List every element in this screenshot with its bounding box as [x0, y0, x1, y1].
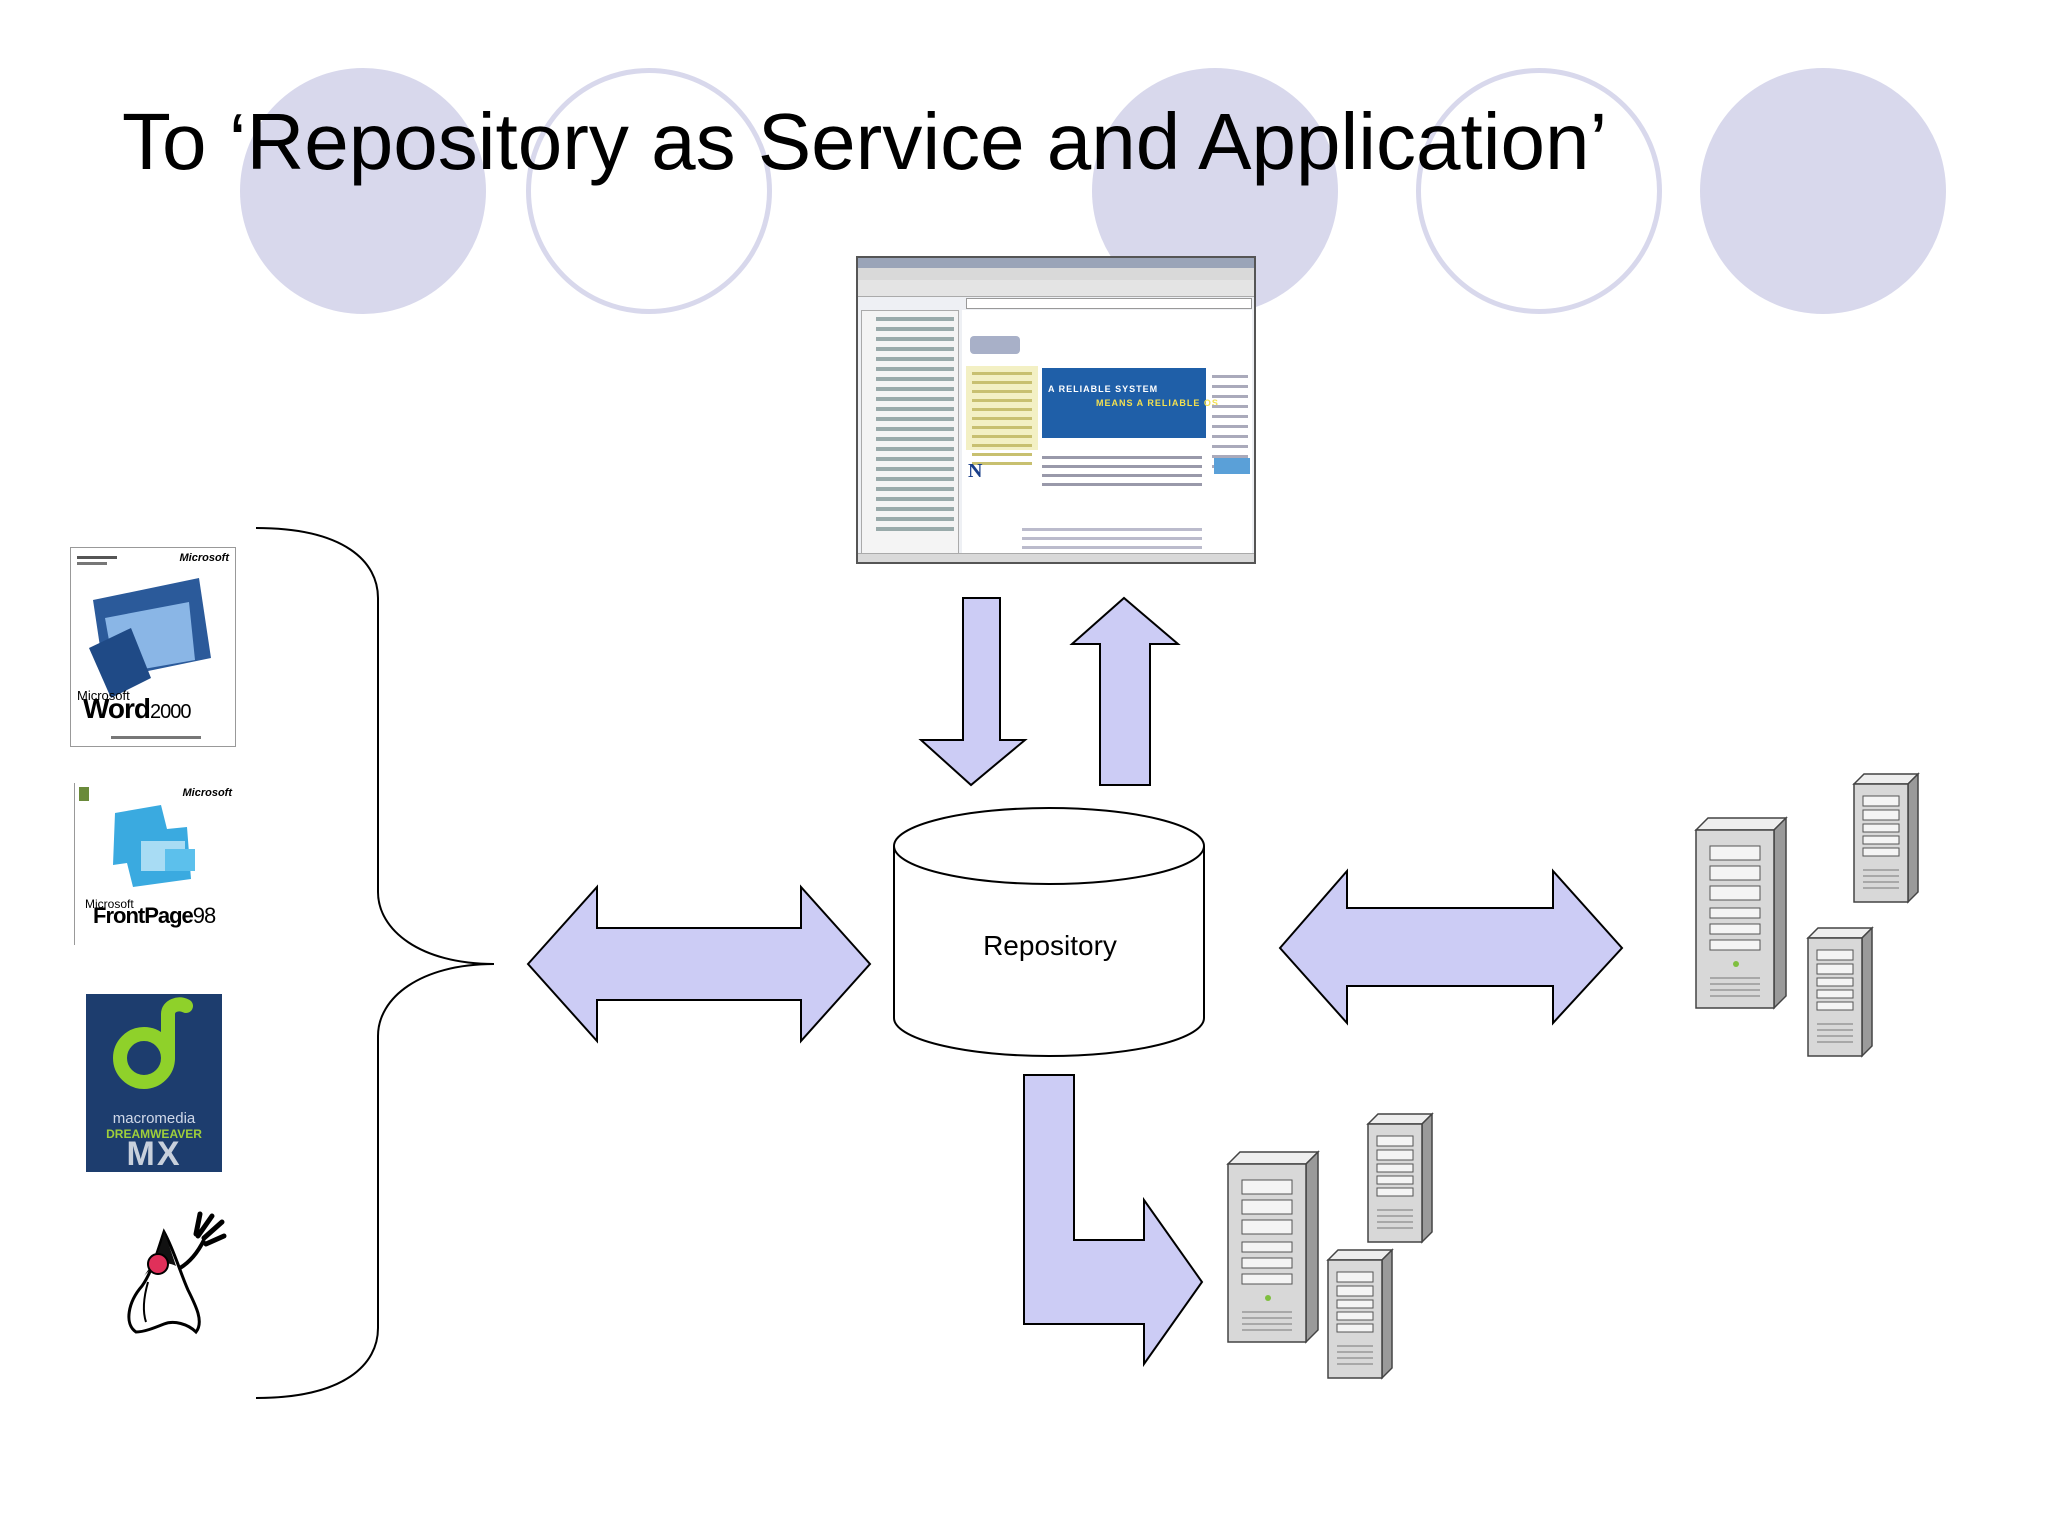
site-text-lines [1042, 450, 1202, 486]
frontpage-version-text: 98 [192, 903, 217, 928]
decor-circle-5 [1700, 68, 1946, 314]
browser-statusbar [858, 553, 1254, 562]
word-brand-microsoft: Microsoft [77, 688, 130, 703]
decor-circle-4 [1416, 68, 1662, 314]
arrow-double-products-repository [526, 884, 872, 1044]
frontpage-name-text: FrontPage [93, 903, 194, 928]
frontpage-98-product-box: Microsoft Microsoft FrontPage98 [74, 783, 236, 945]
banner-text-2: MEANS A RELIABLE OS [1096, 398, 1219, 408]
frontpage-brand-name: FrontPage98 [93, 903, 217, 929]
browser-folder-tree [861, 310, 959, 560]
dreamweaver-mx-logo: macromedia DREAMWEAVER MX [86, 994, 222, 1172]
browser-toolbar [858, 280, 1254, 297]
banner-text-1: A RELIABLE SYSTEM [1048, 384, 1159, 394]
server-cluster-bottom [1227, 1113, 1433, 1379]
frontpage-box-art [79, 787, 195, 887]
frontpage-vendor-logo: Microsoft [182, 787, 233, 799]
browser-content: A RELIABLE SYSTEM MEANS A RELIABLE OS N [962, 310, 1252, 558]
dreamweaver-version: MX [126, 1135, 182, 1172]
site-button [1214, 458, 1250, 474]
word-brand-name: Word2000 [83, 693, 192, 725]
word-name-text: Word [83, 693, 151, 724]
dreamweaver-d-icon [113, 997, 193, 1089]
server-cluster-right [1695, 773, 1919, 1057]
n-logo: N [968, 460, 983, 482]
word-box-art [77, 556, 211, 739]
site-footer-lines [1022, 522, 1202, 549]
browser-titlebar [858, 258, 1254, 268]
frontpage-brand-microsoft: Microsoft [85, 897, 134, 911]
site-logo [970, 336, 1020, 354]
repository-label: Repository [983, 930, 1117, 961]
word-2000-product-box: Microsoft Microsoft Word2000 [70, 547, 236, 747]
site-banner: A RELIABLE SYSTEM MEANS A RELIABLE OS [1042, 368, 1218, 438]
brace [255, 527, 495, 1399]
dreamweaver-product: DREAMWEAVER [106, 1127, 202, 1141]
arrow-down-browser-to-repository [918, 597, 1028, 787]
decor-circle-2 [526, 68, 772, 314]
browser-window-thumbnail: A RELIABLE SYSTEM MEANS A RELIABLE OS N [856, 256, 1256, 564]
word-vendor-logo: Microsoft [179, 552, 230, 564]
site-side-menu [966, 366, 1038, 465]
decor-circle-1 [240, 68, 486, 314]
word-version-text: 2000 [150, 701, 191, 723]
arrow-up-repository-to-browser [1069, 596, 1181, 786]
arrow-double-repository-servers [1278, 868, 1624, 1026]
java-duke-mascot-icon [118, 1206, 228, 1338]
dreamweaver-vendor: macromedia [112, 1110, 196, 1127]
arrow-bent-repository-to-servers [1023, 1074, 1204, 1368]
browser-address-bar [966, 298, 1252, 309]
repository-cylinder [893, 807, 1205, 1057]
slide-title: To ‘Repository as Service and Applicatio… [122, 97, 1608, 186]
